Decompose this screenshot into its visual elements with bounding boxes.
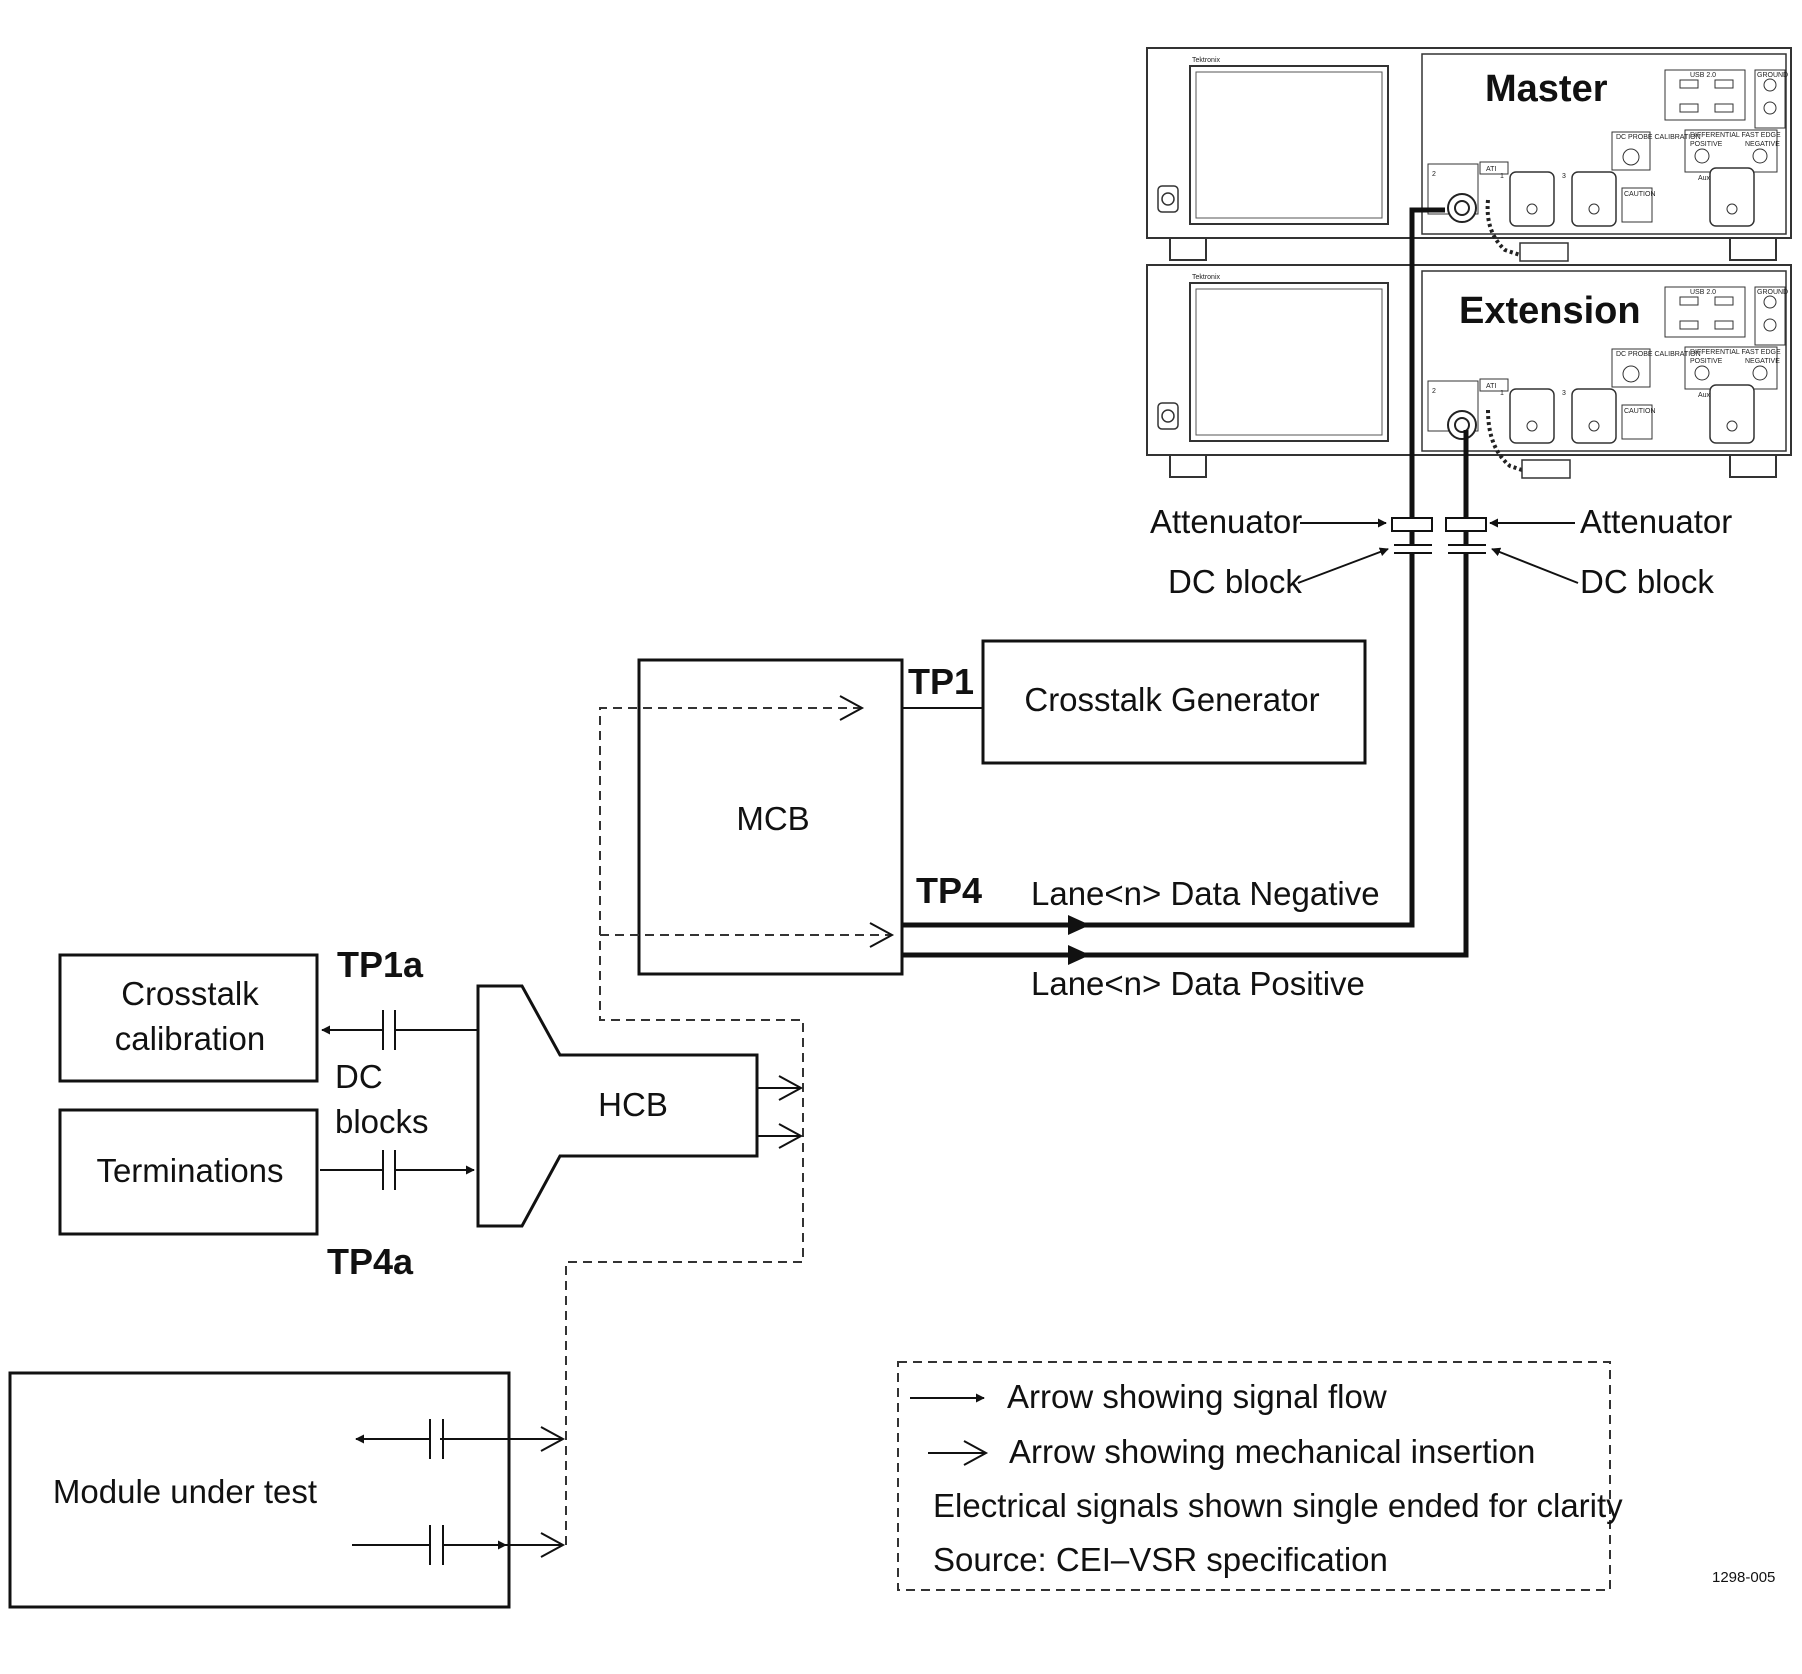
master-oscilloscope: Tektronix Master USB 2.0 GROUND DIFFEREN… <box>1146 47 1792 262</box>
ground-panel: GROUND <box>1754 69 1788 129</box>
module-tx-link <box>355 1419 566 1459</box>
channel-1-connector: 1 <box>1500 171 1555 227</box>
dc-probe-calibration: DC PROBE CALIBRATION <box>1611 348 1701 388</box>
svg-text:POSITIVE: POSITIVE <box>1690 358 1723 365</box>
legend-single-ended-note: Electrical signals shown single ended fo… <box>933 1487 1623 1524</box>
terminations-label: Terminations <box>96 1152 283 1189</box>
attenuator-left <box>1391 517 1433 532</box>
svg-text:GROUND: GROUND <box>1757 72 1788 79</box>
legend: Arrow showing signal flow Arrow showing … <box>897 1361 1623 1591</box>
diff-fast-edge-panel: DIFFERENTIAL FAST EDGE POSITIVE NEGATIVE <box>1684 129 1781 173</box>
svg-text:ATI: ATI <box>1486 383 1496 390</box>
tp1a-label: TP1a <box>337 944 424 985</box>
channel-3-connector: 3 <box>1562 171 1617 227</box>
usb-panel: USB 2.0 <box>1664 286 1746 338</box>
ground-panel: GROUND <box>1754 286 1788 346</box>
tp1-label: TP1 <box>908 661 974 702</box>
extension-label: Extension <box>1459 290 1641 332</box>
crosstalk-calibration-box: Crosstalk calibration <box>58 953 319 1083</box>
svg-text:USB 2.0: USB 2.0 <box>1690 289 1716 296</box>
tp1a-dc-block-link <box>321 1010 478 1050</box>
brand-logo: Tektronix <box>1192 57 1221 64</box>
svg-text:DIFFERENTIAL FAST EDGE: DIFFERENTIAL FAST EDGE <box>1690 132 1781 139</box>
mcb-box: MCB <box>637 658 904 976</box>
svg-text:2: 2 <box>1432 171 1436 178</box>
extension-oscilloscope: Tektronix Extension USB 2.0 GROUND DIFFE… <box>1146 264 1792 479</box>
svg-text:NEGATIVE: NEGATIVE <box>1745 141 1780 148</box>
dc-block-right-label: DC block <box>1580 563 1714 600</box>
svg-text:2: 2 <box>1432 388 1436 395</box>
ati-connector: 2 ATI <box>1427 161 1509 223</box>
master-label: Master <box>1485 68 1608 110</box>
legend-mechanical-text: Arrow showing mechanical insertion <box>1009 1433 1535 1470</box>
mcb-label: MCB <box>736 800 809 837</box>
channel-1-connector: 1 <box>1500 388 1555 444</box>
legend-source: Source: CEI–VSR specification <box>933 1541 1388 1578</box>
svg-text:CAUTION: CAUTION <box>1624 408 1656 415</box>
attenuator-right-label: Attenuator <box>1580 503 1732 540</box>
module-under-test-box: Module under test <box>8 1371 511 1609</box>
lane-positive-label: Lane<n> Data Positive <box>1031 965 1365 1002</box>
mechanical-insertion-path <box>565 695 895 1548</box>
usb-panel: USB 2.0 <box>1664 69 1746 121</box>
svg-text:ATI: ATI <box>1486 166 1496 173</box>
svg-text:DC PROBE CALIBRATION: DC PROBE CALIBRATION <box>1616 351 1701 358</box>
power-button <box>1157 402 1179 430</box>
crosstalk-calibration-line1: Crosstalk <box>121 975 259 1012</box>
ati-connector: 2 ATI <box>1427 378 1509 440</box>
dc-block-left-label: DC block <box>1168 563 1302 600</box>
crosstalk-generator-box: Crosstalk Generator <box>981 639 1367 765</box>
tp4a-label: TP4a <box>327 1241 414 1282</box>
svg-text:POSITIVE: POSITIVE <box>1690 141 1723 148</box>
tp4-label: TP4 <box>916 870 982 911</box>
aux-connector <box>1709 384 1755 444</box>
brand-logo: Tektronix <box>1192 274 1221 281</box>
aux-label: Aux <box>1698 392 1711 399</box>
cable-lane-negative <box>900 207 1445 935</box>
cable-chain <box>1485 199 1569 262</box>
attenuator-right <box>1445 517 1487 532</box>
svg-text:USB 2.0: USB 2.0 <box>1690 72 1716 79</box>
svg-text:NEGATIVE: NEGATIVE <box>1745 358 1780 365</box>
figure-id: 1298-005 <box>1712 1569 1775 1586</box>
crosstalk-generator-label: Crosstalk Generator <box>1024 681 1319 718</box>
hcb-label: HCB <box>598 1086 668 1123</box>
caution-label: CAUTION <box>1621 404 1656 440</box>
svg-text:3: 3 <box>1562 173 1566 180</box>
svg-text:GROUND: GROUND <box>1757 289 1788 296</box>
power-button <box>1157 185 1179 213</box>
hcb-board: HCB <box>476 984 759 1228</box>
svg-text:CAUTION: CAUTION <box>1624 191 1656 198</box>
svg-text:1: 1 <box>1500 390 1504 397</box>
dc-blocks-line2: blocks <box>335 1103 429 1140</box>
dc-blocks-line1: DC <box>335 1058 383 1095</box>
module-rx-link <box>352 1525 566 1565</box>
dc-block-left-pointer <box>1297 547 1389 584</box>
dc-probe-calibration: DC PROBE CALIBRATION <box>1611 131 1701 171</box>
svg-text:3: 3 <box>1562 390 1566 397</box>
cable-chain <box>1486 409 1571 479</box>
aux-label: Aux <box>1698 175 1711 182</box>
legend-signal-flow-text: Arrow showing signal flow <box>1007 1378 1387 1415</box>
dc-block-right-pointer <box>1491 547 1579 584</box>
diff-fast-edge-panel: DIFFERENTIAL FAST EDGE POSITIVE NEGATIVE <box>1684 346 1781 390</box>
dc-block-left <box>1394 544 1432 554</box>
svg-text:DIFFERENTIAL FAST EDGE: DIFFERENTIAL FAST EDGE <box>1690 349 1781 356</box>
dc-block-right <box>1448 544 1486 554</box>
svg-text:DC PROBE CALIBRATION: DC PROBE CALIBRATION <box>1616 134 1701 141</box>
terminations-box: Terminations <box>58 1108 319 1236</box>
cable-lane-positive <box>900 430 1469 965</box>
aux-connector <box>1709 167 1755 227</box>
module-under-test-label: Module under test <box>53 1473 317 1510</box>
tp4a-dc-block-link <box>320 1150 475 1190</box>
channel-3-connector: 3 <box>1562 388 1617 444</box>
caution-label: CAUTION <box>1621 187 1656 223</box>
lane-negative-label: Lane<n> Data Negative <box>1031 875 1380 912</box>
attenuator-left-label: Attenuator <box>1150 503 1302 540</box>
svg-text:1: 1 <box>1500 173 1504 180</box>
crosstalk-calibration-line2: calibration <box>115 1020 265 1057</box>
